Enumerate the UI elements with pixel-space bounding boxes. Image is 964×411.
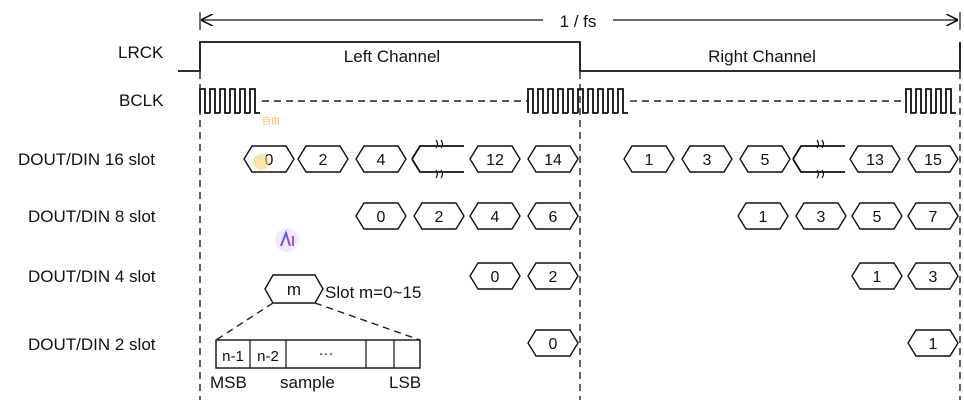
slot-number: 3 [929, 269, 938, 286]
slot-number: 14 [544, 152, 562, 169]
slot-number: 5 [873, 209, 882, 226]
break-symbol-icon [816, 139, 825, 179]
slot-number: 6 [549, 209, 558, 226]
bclk-pulse-burst-0 [199, 88, 260, 114]
slot-hexagon [469, 262, 521, 290]
slot-number: 4 [377, 152, 386, 169]
watermark-dot [253, 154, 269, 170]
slot-hexagon [355, 145, 407, 173]
watermark-logo-icon [275, 228, 299, 252]
slot-hexagon [413, 202, 465, 230]
slot-hexagon [849, 145, 901, 173]
slot-number: 13 [866, 152, 884, 169]
slot-hexagon [907, 329, 959, 357]
slot-hexagon [297, 145, 349, 173]
slot-hexagon [469, 145, 521, 173]
slot-break-lines [411, 145, 464, 173]
slot-number: 12 [486, 152, 504, 169]
bclk-waveform [199, 88, 956, 114]
slot-number: 1 [929, 336, 938, 353]
slot-number: 1 [759, 209, 768, 226]
sample-bit-cells: n-1 n-2 ··· [215, 339, 421, 369]
slot-hexagon [907, 145, 959, 173]
slot-detail-legend: m Slot m=0~15 n-1 n-2 ··· MSB sample LSB [210, 274, 421, 392]
slot-hexagon [907, 262, 959, 290]
lrck-label: LRCK [118, 43, 164, 62]
slot-hexagon [681, 145, 733, 173]
row-label-16-slot: DOUT/DIN 16 slot [18, 150, 155, 169]
break-symbol-icon [435, 139, 444, 179]
watermark-text: 自由 [262, 115, 280, 126]
lrck-waveform [178, 41, 961, 72]
slot-hexagon [739, 145, 791, 173]
sample-label: sample [280, 373, 335, 392]
slot-number: 1 [873, 269, 882, 286]
slot-number: 5 [761, 152, 770, 169]
left-channel-label: Left Channel [344, 47, 440, 66]
slot-number: 15 [924, 152, 942, 169]
slot-number: 1 [645, 152, 654, 169]
slot-m-caption: Slot m=0~15 [325, 283, 421, 302]
slot-hexagon [527, 329, 579, 357]
slot-hexagon [355, 202, 407, 230]
slot-number: 2 [549, 269, 558, 286]
slot-hexagon [851, 202, 903, 230]
period-label: 1 / fs [560, 12, 597, 31]
bit-cell-label: ··· [319, 345, 334, 362]
bclk-pulse-burst-2 [905, 88, 956, 114]
bclk-pulse-burst-1 [527, 88, 628, 114]
msb-label: MSB [210, 373, 247, 392]
lsb-label: LSB [389, 373, 421, 392]
slot-number: 0 [377, 209, 386, 226]
slot-m-symbol: m [287, 280, 301, 299]
slot-number: 3 [817, 209, 826, 226]
row-label-2-slot: DOUT/DIN 2 slot [28, 335, 156, 354]
slot-number: 7 [929, 209, 938, 226]
slot-number: 2 [435, 209, 444, 226]
slot-hexagon [795, 202, 847, 230]
slot-number: 3 [703, 152, 712, 169]
slot-hexagon [527, 202, 579, 230]
slot-hexagon [469, 202, 521, 230]
slot-hexagon [907, 202, 959, 230]
slot-number: 0 [265, 152, 274, 169]
slot-hexagon [623, 145, 675, 173]
row-label-8-slot: DOUT/DIN 8 slot [28, 207, 156, 226]
right-channel-label: Right Channel [708, 47, 816, 66]
bit-cell-label: n-1 [222, 348, 244, 365]
slot-hexagon [737, 202, 789, 230]
bclk-label: BCLK [119, 91, 164, 110]
slot-break-lines [792, 145, 845, 173]
slot-number: 4 [491, 209, 500, 226]
slot-hexagon [527, 145, 579, 173]
bit-cell-label: n-2 [257, 348, 279, 365]
slot-number: 0 [549, 336, 558, 353]
row-label-4-slot: DOUT/DIN 4 slot [28, 267, 156, 286]
slot-number: 0 [491, 269, 500, 286]
slot-hexagon [851, 262, 903, 290]
slot-hexagon [527, 262, 579, 290]
slot-number: 2 [319, 152, 328, 169]
